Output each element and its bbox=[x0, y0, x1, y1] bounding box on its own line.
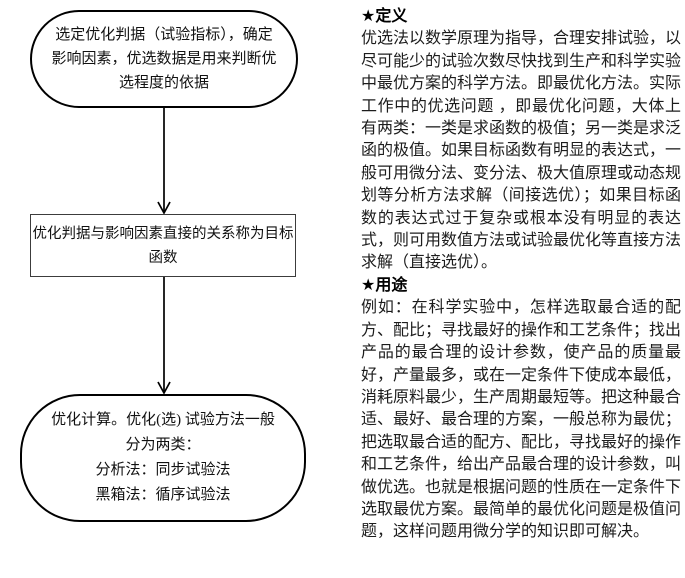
arrow-down-icon bbox=[155, 108, 173, 214]
flowchart: 选定优化判据（试验指标），确定 影响因素，优选数据是用来判断优 选程度的依据 优… bbox=[0, 0, 342, 578]
flow-node-optimize-compute-text: 优化计算。优化(选) 试验方法一般 分为两类： 分析法：同步试验法 黑箱法：循序… bbox=[51, 408, 275, 508]
usage-heading: ★用途 bbox=[361, 275, 681, 297]
definition-paragraph: 优选法以数学原理为指导，合理安排试验，以尽可能少的试验次数尽快找到生产和科学实验… bbox=[361, 28, 681, 274]
definition-heading: ★定义 bbox=[361, 6, 681, 28]
article: ★定义 优选法以数学原理为指导，合理安排试验，以尽可能少的试验次数尽快找到生产和… bbox=[361, 6, 681, 544]
usage-paragraph: 例如：在科学实验中，怎样选取最合适的配方、配比；寻找最好的操作和工艺条件；找出产… bbox=[361, 297, 681, 543]
flow-node-optimize-compute: 优化计算。优化(选) 试验方法一般 分为两类： 分析法：同步试验法 黑箱法：循序… bbox=[20, 394, 306, 522]
flow-node-objective-function: 优化判据与影响因素直接的关系称为目标 函数 bbox=[30, 214, 296, 277]
flow-node-start-text: 选定优化判据（试验指标），确定 影响因素，优选数据是用来判断优 选程度的依据 bbox=[51, 23, 276, 95]
arrow-down-icon bbox=[155, 277, 173, 394]
flow-node-objective-function-text: 优化判据与影响因素直接的关系称为目标 函数 bbox=[33, 222, 294, 270]
flow-node-start: 选定优化判据（试验指标），确定 影响因素，优选数据是用来判断优 选程度的依据 bbox=[30, 10, 298, 108]
